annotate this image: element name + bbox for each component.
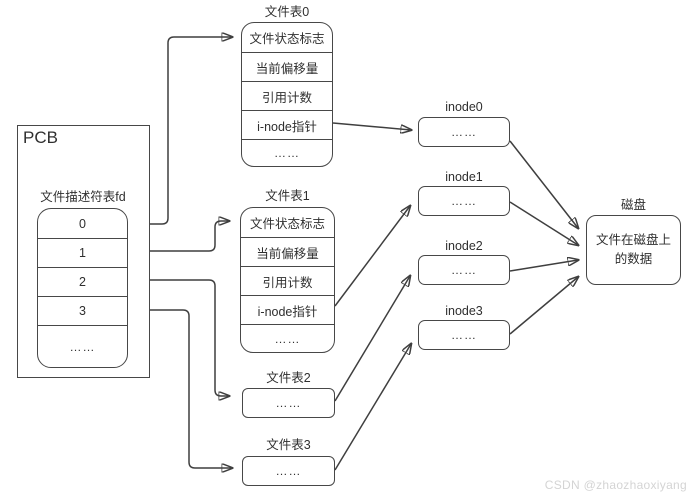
filetable2-title: 文件表2 <box>266 371 311 385</box>
fd-row-1: 1 <box>38 238 127 267</box>
filetable1-row-current-offset: 当前偏移量 <box>241 237 334 266</box>
inode0-title: inode0 <box>445 100 483 114</box>
filetable1-box: 文件状态标志 当前偏移量 引用计数 i-node指针 …… <box>240 207 335 353</box>
fd-row-ellipsis: …… <box>38 325 127 367</box>
arrow-filetable2-to-inode2 <box>334 276 410 402</box>
disk-box: 文件在磁盘上 的数据 <box>586 215 681 285</box>
inode0-box: …… <box>418 117 510 147</box>
inode1-title: inode1 <box>445 170 483 184</box>
arrow-inode0-to-disk <box>509 140 578 228</box>
inode1-box: …… <box>418 186 510 216</box>
fd-row-0: 0 <box>79 216 86 231</box>
filetable1-title: 文件表1 <box>265 189 310 203</box>
inode2-title: inode2 <box>445 239 483 253</box>
filetable3-box: …… <box>242 456 335 486</box>
filetable3-title: 文件表3 <box>266 438 311 452</box>
filetable1-row-inode-pointer: i-node指针 <box>241 295 334 324</box>
filetable0-box: 文件状态标志 当前偏移量 引用计数 i-node指针 …… <box>241 22 333 167</box>
filetable0-row-ref-count: 引用计数 <box>242 81 332 110</box>
pcb-title: PCB <box>23 128 58 147</box>
filetable0-title: 文件表0 <box>264 5 310 19</box>
arrow-inode2-to-disk <box>509 260 578 272</box>
disk-content-line2: 的数据 <box>614 252 653 266</box>
csdn-watermark: CSDN @zhaozhaoxiyang <box>544 478 687 492</box>
fd-row-2: 2 <box>38 267 127 296</box>
arrow-inode3-to-disk <box>509 277 578 335</box>
fd-table-label: 文件描述符表fd <box>40 190 126 204</box>
inode2-box: …… <box>418 255 510 285</box>
disk-content-line1: 文件在磁盘上 <box>595 233 671 247</box>
filetable0-row-inode-pointer: i-node指针 <box>242 110 332 139</box>
arrow-filetable0-inode-pointer-to-inode0 <box>332 122 411 130</box>
filetable1-row-status-flags: 文件状态标志 <box>249 217 325 231</box>
arrow-filetable3-to-inode3 <box>334 344 411 471</box>
filetable0-row-status-flags: 文件状态标志 <box>249 32 325 46</box>
fd-row-3: 3 <box>38 296 127 325</box>
arrow-inode1-to-disk <box>509 201 578 245</box>
inode3-title: inode3 <box>445 304 483 318</box>
filetable1-row-ellipsis: …… <box>241 324 334 352</box>
filetable0-row-ellipsis: …… <box>242 139 332 166</box>
fd-table: 0 1 2 3 …… <box>37 208 128 368</box>
filetable1-row-ref-count: 引用计数 <box>241 266 334 295</box>
filetable0-row-current-offset: 当前偏移量 <box>242 52 332 81</box>
disk-title: 磁盘 <box>620 198 646 212</box>
arrow-filetable1-inode-pointer-to-inode1 <box>334 206 410 307</box>
inode3-box: …… <box>418 320 510 350</box>
filetable2-box: …… <box>242 388 335 418</box>
